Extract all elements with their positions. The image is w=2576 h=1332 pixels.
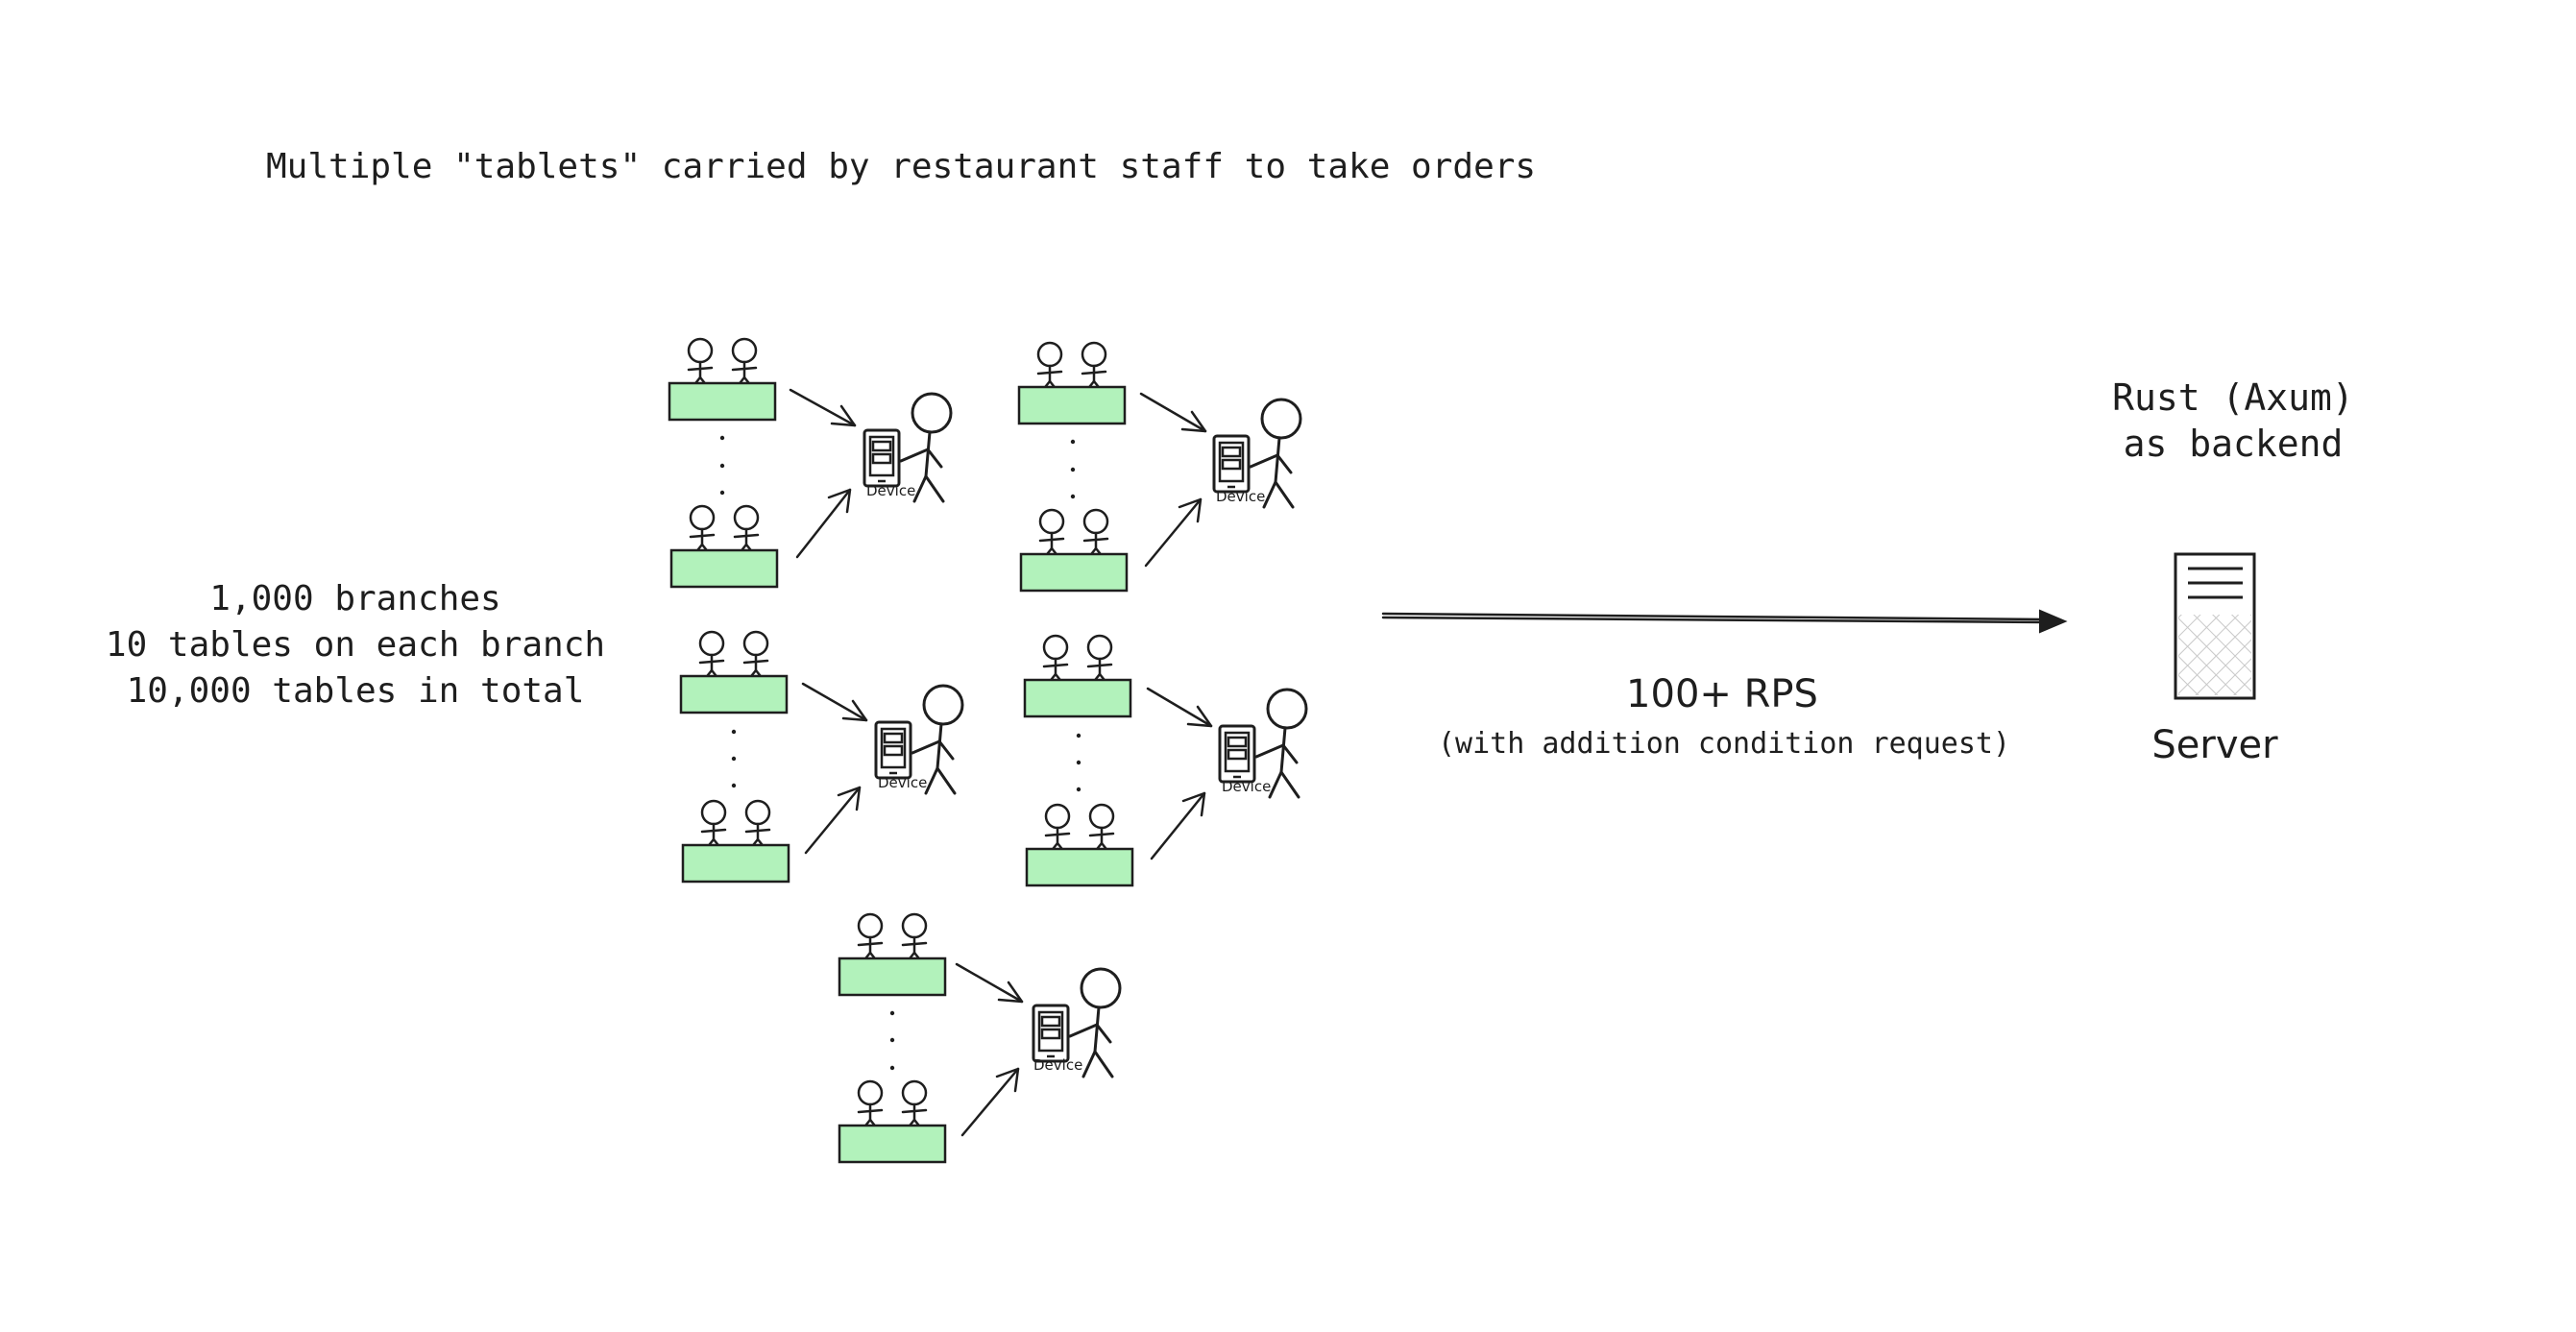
server-label: Server — [2151, 723, 2278, 767]
table-top — [1017, 341, 1127, 425]
device-label: Device — [878, 774, 927, 791]
backend-label: Rust (Axum) as backend — [2112, 376, 2354, 465]
device-label: Device — [1216, 488, 1265, 505]
table-top — [679, 630, 789, 714]
rps-note: (with addition condition request) — [1438, 727, 2010, 761]
table-bottom — [681, 799, 790, 884]
rps-text: 100+ RPS — [1626, 672, 1818, 716]
table-bottom — [1019, 508, 1129, 593]
table-bottom — [669, 504, 779, 589]
tables-per-branch-text: 10 tables on each branch — [106, 625, 605, 665]
table-bottom — [1025, 803, 1134, 887]
branches-count-text: 1,000 branches — [209, 579, 500, 618]
table-top — [668, 337, 777, 422]
branch-group-5: Device — [838, 912, 1122, 1164]
backend-line1: Rust (Axum) — [2112, 376, 2354, 419]
diagram-title: Multiple "tablets" carried by restaurant… — [266, 147, 1536, 186]
table-bottom — [838, 1079, 947, 1164]
branch-group-3: Device — [679, 630, 964, 884]
branch-group-2: Device — [1017, 341, 1302, 593]
device-label: Device — [1222, 778, 1271, 795]
request-arrow — [1381, 609, 2068, 634]
device-label: Device — [1033, 1056, 1082, 1074]
table-top — [1023, 634, 1132, 718]
branch-group-1: Device — [668, 337, 953, 589]
table-top — [838, 912, 947, 997]
server-icon — [2174, 552, 2256, 700]
branch-stats-label: 1,000 branches 10 tables on each branch … — [106, 579, 605, 711]
device-label: Device — [866, 482, 915, 499]
backend-line2: as backend — [2124, 423, 2344, 465]
branch-group-4: Device — [1023, 634, 1308, 887]
tables-total-text: 10,000 tables in total — [127, 671, 585, 711]
